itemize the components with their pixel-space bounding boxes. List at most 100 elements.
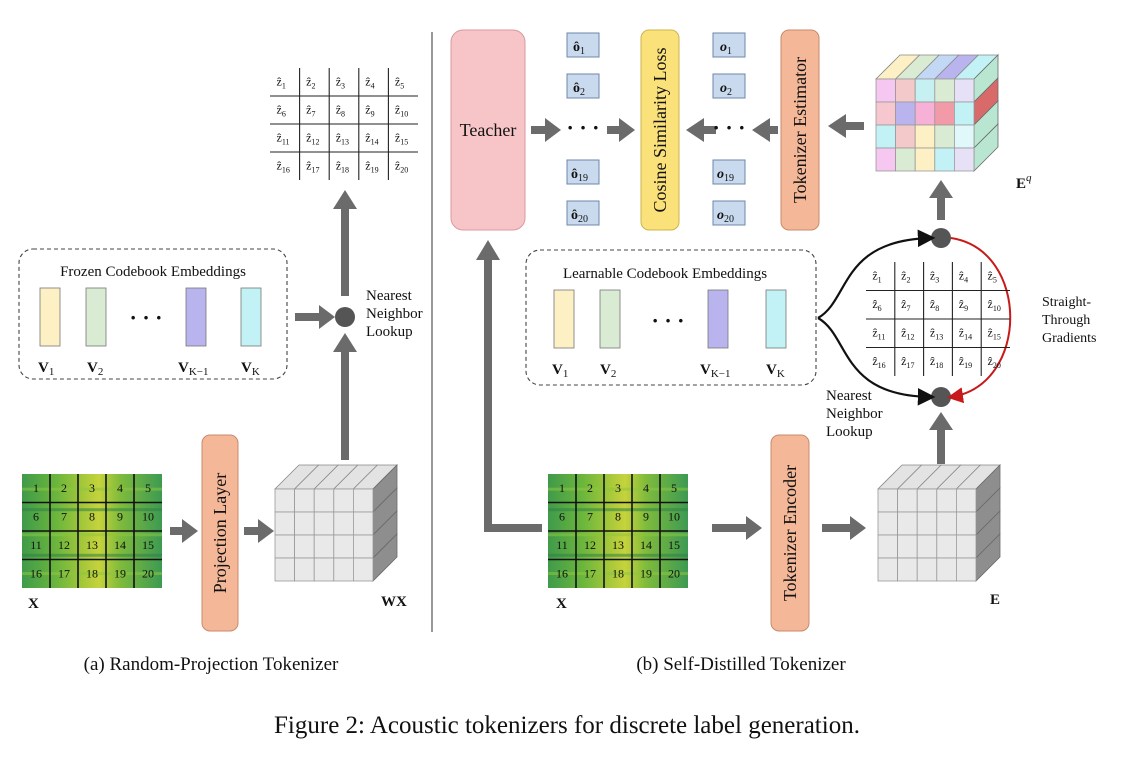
cube-front-cell (914, 124, 936, 149)
cube-front-cell (274, 511, 296, 536)
right-top-node (931, 228, 951, 248)
cube-front-cell (333, 534, 354, 559)
arrow-outputs-to-loss (607, 118, 635, 142)
figure-caption: Figure 2: Acoustic tokenizers for discre… (274, 712, 860, 739)
codebook-to-top-node-curve (817, 229, 936, 319)
patch-number: 1 (559, 481, 565, 495)
spectrogram-band (548, 487, 688, 491)
token-cell: ẑ7 (306, 102, 315, 118)
spectrogram-band (22, 487, 162, 491)
cube-front-cell (294, 534, 315, 559)
tokenizer-encoder-label: Tokenizer Encoder (780, 465, 800, 601)
rvec-vk (765, 289, 787, 349)
token-cell: ẑ12 (306, 130, 319, 146)
patch-number: 17 (58, 567, 70, 581)
straight-through-label: Straight- Through Gradients (1042, 295, 1096, 346)
tokenizer-encoder-box: Tokenizer Encoder (770, 434, 810, 632)
cube-front-cell (916, 557, 938, 582)
o-1: o1 (720, 40, 732, 57)
cube-front-cell (333, 488, 354, 513)
spectrogram-band (548, 553, 688, 557)
patch-number: 5 (145, 481, 151, 495)
ohat-2: ô2 (573, 81, 585, 98)
spectrogram-band (22, 508, 162, 512)
token-cell: ẑ12 (901, 326, 914, 342)
ohat-1: ô1 (573, 40, 585, 57)
patch-number: 14 (640, 538, 652, 552)
cube-front-cell (294, 511, 315, 536)
token-cell: ẑ2 (901, 269, 910, 285)
cube-front-cell (352, 488, 374, 513)
right-lookup-node (931, 387, 951, 407)
cube-front-cell (897, 488, 918, 513)
cube-front-cell (352, 511, 374, 536)
cube-front-cell (936, 511, 957, 536)
token-cell: ẑ19 (365, 158, 378, 174)
token-cell: ẑ4 (365, 74, 374, 90)
cube-front-cell (875, 78, 897, 103)
patch-number: 6 (33, 510, 39, 524)
cube-front-cell (916, 488, 938, 513)
patch-number: 18 (86, 567, 98, 581)
tokenizer-estimator-box: Tokenizer Estimator (780, 29, 820, 231)
estimator-outputs: o1 o2 o19 o20 (712, 32, 746, 226)
cube-front-cell (934, 78, 955, 103)
patch-number: 7 (61, 510, 67, 524)
patch-number: 15 (142, 538, 154, 552)
patch-number: 10 (142, 510, 154, 524)
spectrogram-band (548, 508, 688, 512)
patch-number: 18 (612, 567, 624, 581)
vec-label-v2: V2 (87, 360, 103, 378)
cube-front-cell (954, 124, 975, 149)
left-caption: (a) Random-Projection Tokenizer (84, 654, 339, 675)
token-cell: ẑ9 (959, 297, 968, 313)
token-cell: ẑ15 (395, 130, 408, 146)
patch-number: 17 (584, 567, 596, 581)
patch-number: 8 (615, 510, 621, 524)
cube-front-cell (956, 534, 977, 559)
patch-number: 19 (114, 567, 126, 581)
patch-number: 19 (640, 567, 652, 581)
left-arrow-lookup-to-grid (333, 190, 357, 296)
rvec-v2 (599, 289, 621, 349)
frozen-codebook: Frozen Codebook Embeddings · · · V1 V2 V… (18, 248, 288, 380)
vec-label-vk: VK (241, 360, 260, 378)
token-cell: ẑ1 (872, 269, 881, 285)
cube-front-cell (936, 488, 957, 513)
token-cell: ẑ8 (930, 297, 939, 313)
patch-number: 2 (61, 481, 67, 495)
patch-number: 5 (671, 481, 677, 495)
token-cell: ẑ16 (277, 158, 290, 174)
cube-front-cell (895, 124, 916, 149)
token-cell: ẑ15 (988, 326, 1001, 342)
cube-front-cell (313, 511, 335, 536)
cube-front-cell (877, 534, 899, 559)
cosine-loss-label: Cosine Similarity Loss (650, 47, 670, 212)
spectrogram-band (548, 572, 688, 576)
token-cell: ẑ1 (277, 74, 286, 90)
learnable-codebook: Learnable Codebook Embeddings · · · V1 V… (525, 249, 817, 386)
encoder-feature-cube (877, 464, 1001, 582)
token-cell: ẑ5 (988, 269, 997, 285)
patch-number: 11 (556, 538, 568, 552)
patch-number: 4 (117, 481, 123, 495)
arrow-spectro-to-encoder (712, 516, 762, 540)
cube-front-cell (897, 534, 918, 559)
learnable-codebook-title: Learnable Codebook Embeddings (563, 266, 767, 282)
e-label: E (990, 592, 1000, 608)
patch-number: 11 (30, 538, 42, 552)
token-cell: ẑ18 (336, 158, 349, 174)
token-cell: ẑ20 (988, 354, 1001, 370)
cube-front-cell (954, 101, 975, 126)
cube-front-cell (916, 511, 938, 536)
ohat-20: ô20 (571, 208, 588, 225)
token-cell: ẑ7 (901, 297, 910, 313)
token-cell: ẑ17 (901, 354, 914, 370)
token-cell: ẑ10 (395, 102, 408, 118)
cube-front-cell (875, 124, 897, 149)
cube-front-cell (877, 511, 899, 536)
codebook-to-lookup-node-curve (817, 317, 936, 406)
token-cell: ẑ3 (930, 269, 939, 285)
tokenizer-estimator-label: Tokenizer Estimator (790, 57, 810, 203)
